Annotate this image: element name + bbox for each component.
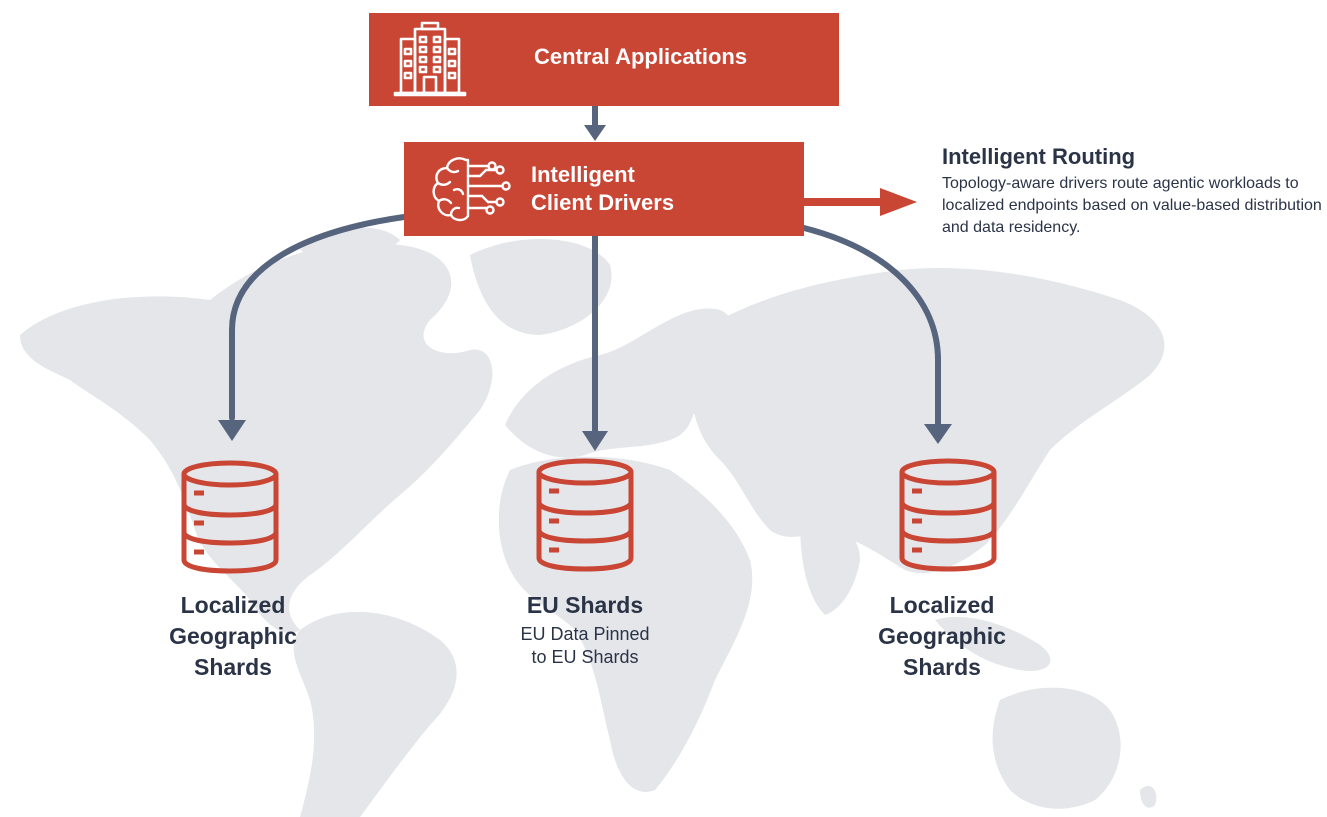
new-zealand-shape (1140, 785, 1157, 808)
intelligent-routing-title: Intelligent Routing (942, 144, 1136, 169)
central-applications-box: Central Applications (369, 13, 839, 106)
greenland-shape (470, 238, 612, 335)
database-icon (536, 458, 634, 572)
shard-label-eu: EU Shards (526, 592, 644, 618)
brain-circuit-icon (430, 156, 512, 227)
database-icon (899, 458, 997, 572)
shard-sublabel-eu: EU Data Pinned to EU Shards (520, 624, 650, 667)
india-shape (800, 519, 860, 615)
office-building-icon (391, 21, 469, 104)
intelligent-routing-note: Intelligent Routing Topology-aware drive… (942, 144, 1322, 239)
se-asia-islands-shape (935, 616, 1051, 671)
database-icon (181, 460, 279, 574)
shard-label-americas: Localized Geographic Shards (169, 592, 297, 680)
intelligent-client-drivers-label: Intelligent Client Drivers (531, 162, 675, 215)
europe-shape (505, 308, 735, 458)
south-america-shape (293, 611, 457, 817)
intelligent-routing-description: Topology-aware drivers route agentic wor… (942, 175, 1322, 236)
intelligent-client-drivers-box: Intelligent Client Drivers (404, 142, 804, 236)
central-applications-label: Central Applications (534, 44, 748, 69)
north-america-shape (20, 242, 493, 634)
shard-label-asia: Localized Geographic Shards (878, 592, 1006, 680)
australia-shape (992, 687, 1121, 809)
